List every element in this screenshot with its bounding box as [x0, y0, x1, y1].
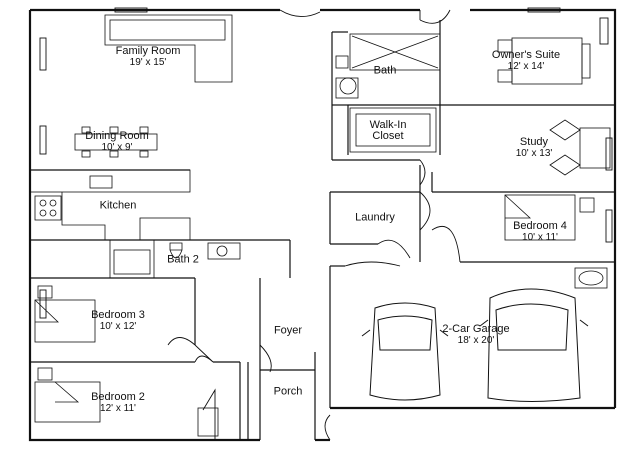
- room-name: Bath: [373, 64, 397, 77]
- room-name: Porch: [273, 385, 303, 398]
- room-foyer: Foyer: [273, 324, 303, 337]
- room-kitchen: Kitchen: [99, 199, 137, 212]
- room-family-room: Family Room 19' x 15': [115, 45, 181, 69]
- room-owners-suite: Owner's Suite 12' x 14': [491, 49, 561, 73]
- room-name: Owner's Suite: [491, 49, 561, 61]
- room-size: 10' x 12': [99, 321, 137, 332]
- room-name: Bedroom 3: [91, 309, 145, 321]
- room-name: Study: [519, 136, 549, 148]
- room-bath-2: Bath 2: [167, 253, 199, 266]
- car-right: [479, 288, 589, 402]
- room-bedroom-3: Bedroom 3 10' x 12': [91, 309, 145, 333]
- room-name: Kitchen: [99, 199, 137, 212]
- room-bedroom-4: Bedroom 4 10' x 11': [513, 220, 567, 244]
- room-size: 12' x 14': [507, 61, 545, 72]
- room-size: 10' x 13': [515, 148, 553, 159]
- room-size: 18' x 20': [457, 335, 495, 346]
- room-garage: 2-Car Garage 18' x 20': [442, 323, 510, 347]
- room-size: 12' x 11': [100, 403, 136, 414]
- room-name: 2-Car Garage: [442, 323, 510, 335]
- windows: [39, 7, 613, 319]
- room-bedroom-2: Bedroom 2 12' x 11': [91, 391, 145, 415]
- room-name: Family Room: [115, 45, 181, 57]
- room-laundry: Laundry: [355, 211, 395, 224]
- room-name: Dining Room: [85, 130, 149, 142]
- room-porch: Porch: [273, 385, 303, 398]
- room-name: Laundry: [355, 211, 395, 224]
- doors: [167, 9, 461, 441]
- room-dining-room: Dining Room 10' x 9': [85, 130, 149, 154]
- room-name: Bedroom 4: [513, 220, 567, 232]
- room-name: Bath 2: [167, 253, 199, 266]
- room-size: 19' x 15': [129, 57, 167, 68]
- room-name: Walk-In Closet: [369, 119, 407, 142]
- room-study: Study 10' x 13': [515, 136, 553, 160]
- room-size: 10' x 11': [522, 232, 558, 243]
- exterior-walls: [28, 8, 617, 442]
- room-size: 10' x 9': [101, 142, 133, 153]
- room-walkin-closet: Walk-In Closet: [358, 120, 418, 142]
- room-bath: Bath: [373, 64, 397, 77]
- room-name: Bedroom 2: [91, 391, 145, 403]
- furniture: [29, 14, 611, 437]
- room-name: Foyer: [273, 324, 303, 337]
- car-left: [361, 302, 449, 401]
